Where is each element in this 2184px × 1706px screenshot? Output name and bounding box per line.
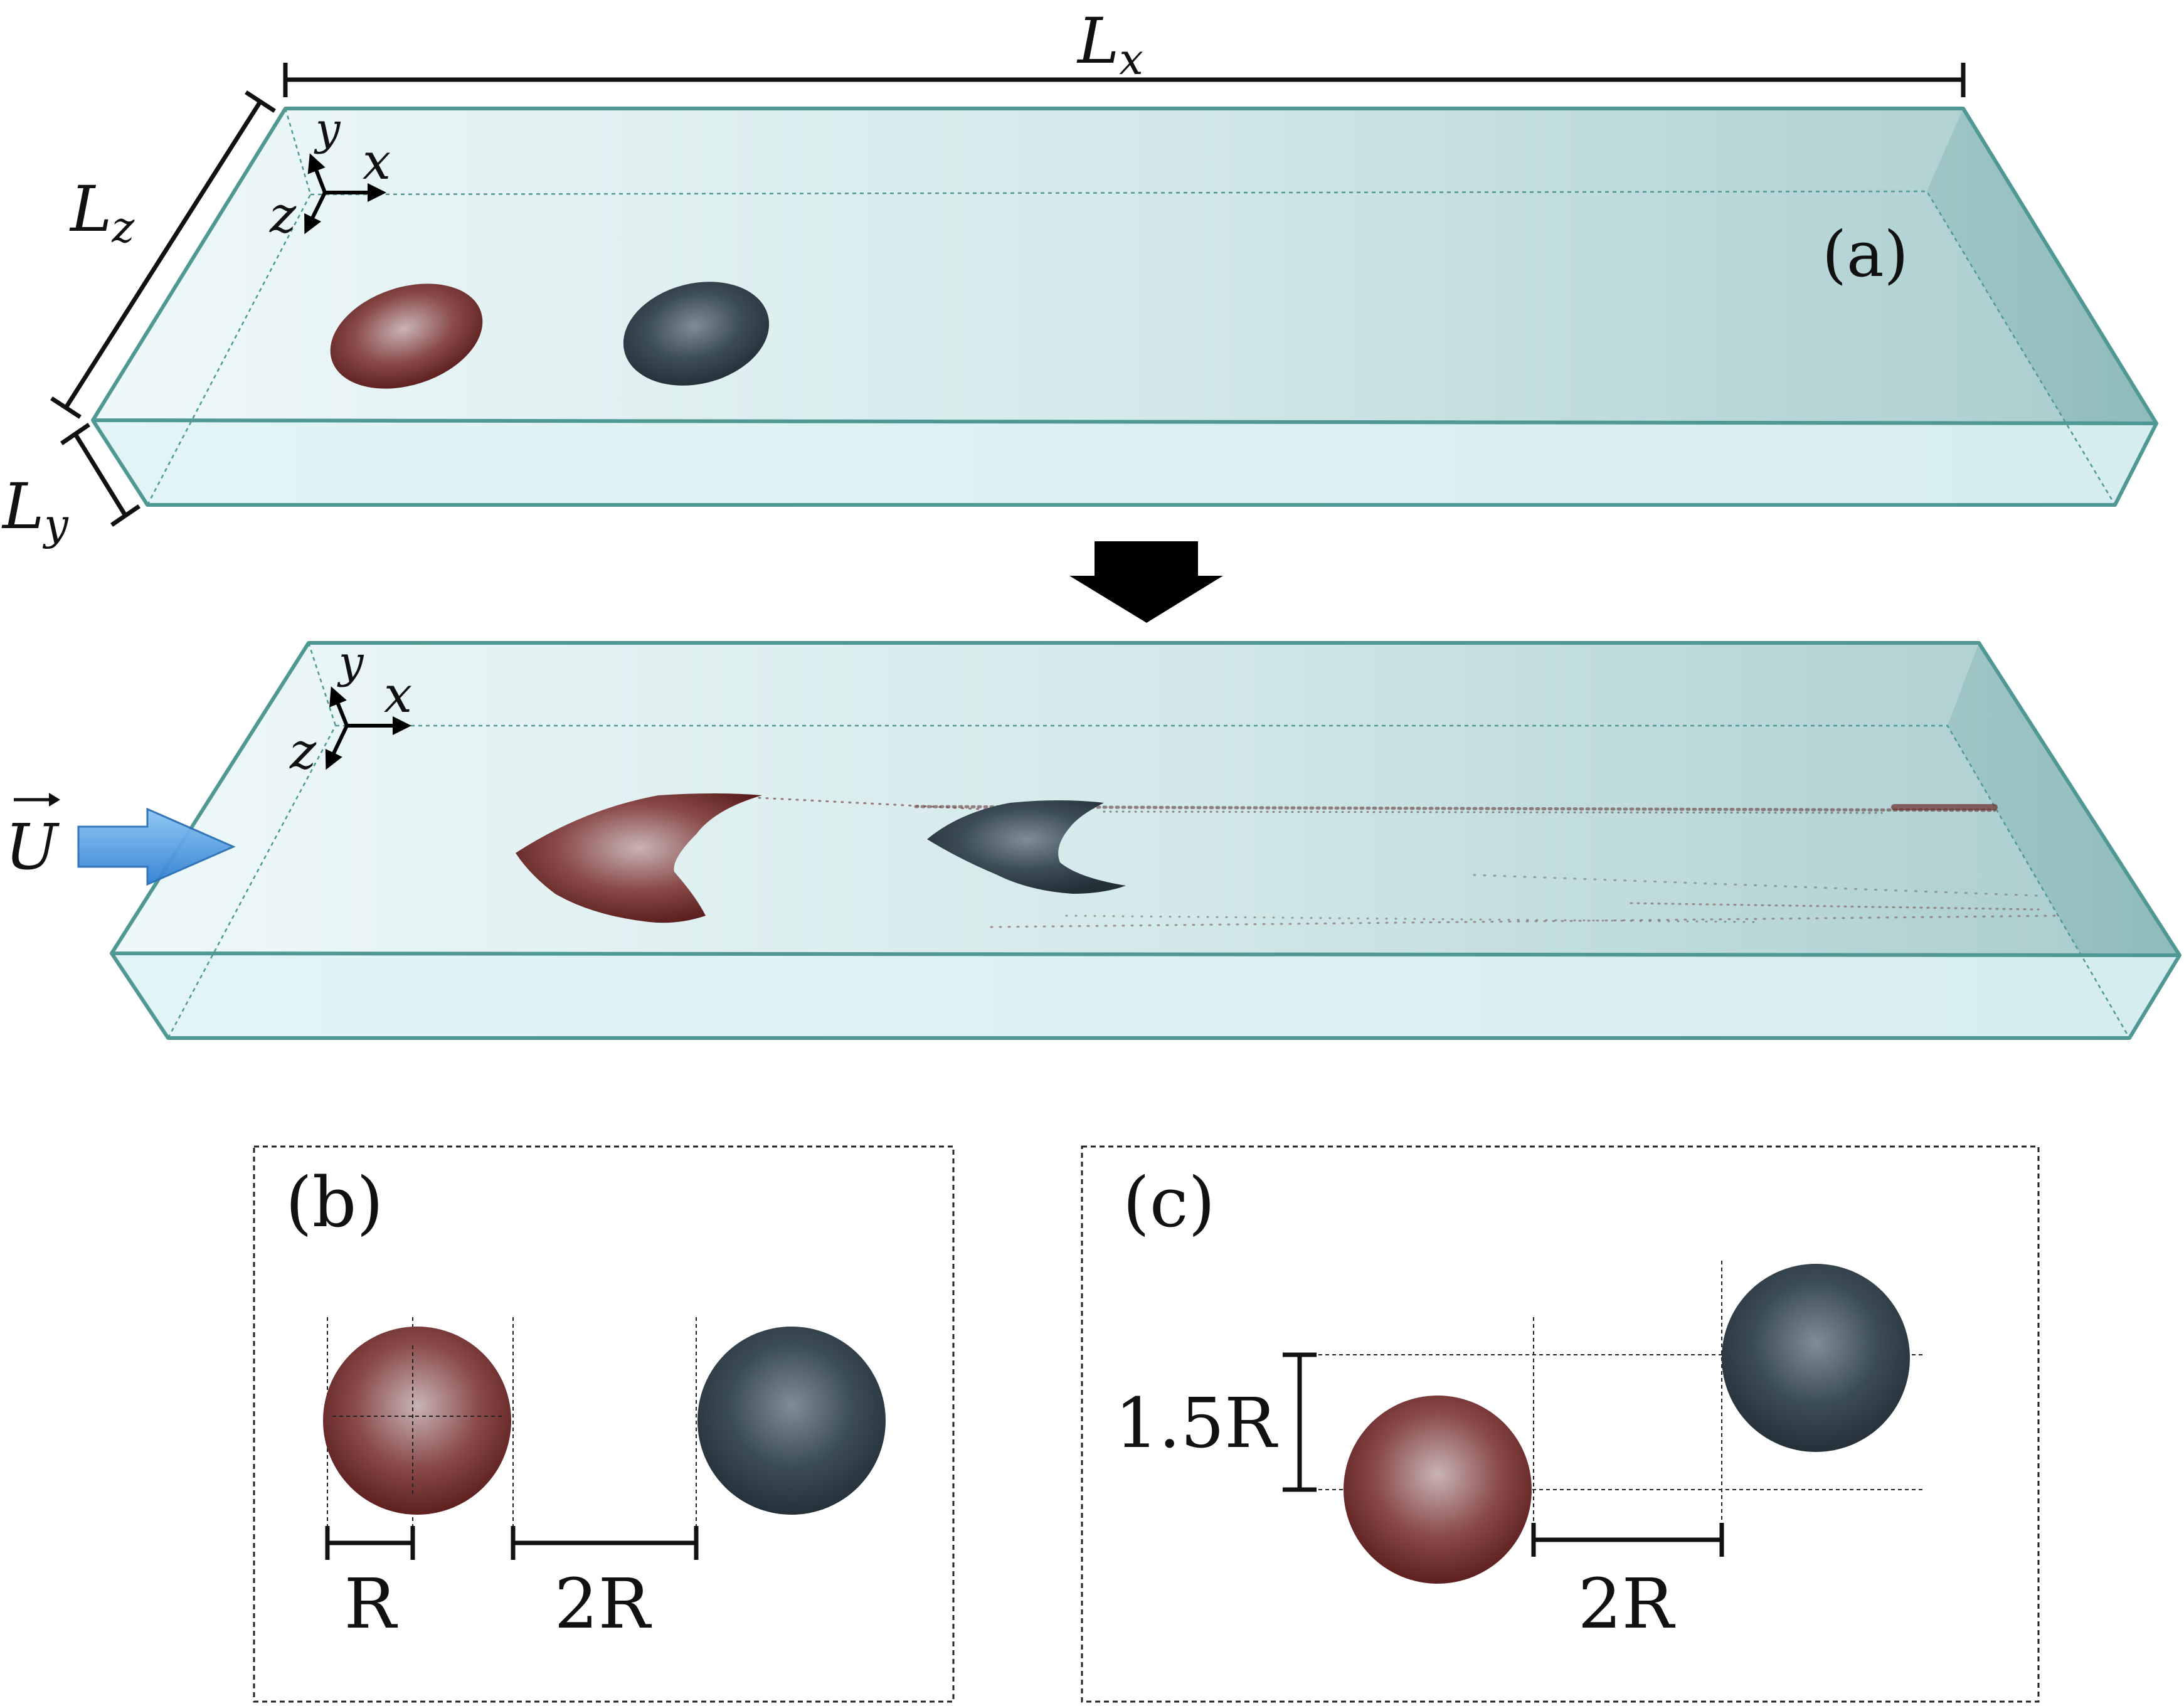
dimension-r: R bbox=[325, 1526, 415, 1644]
axis-label-z-top: z bbox=[269, 186, 297, 244]
debris-trail-upper bbox=[758, 797, 1998, 815]
panel-label-b: (b) bbox=[285, 1162, 383, 1242]
axes-triad-top: y x z bbox=[269, 103, 391, 244]
dimension-lz: Lz bbox=[50, 90, 276, 419]
lx-sub: x bbox=[1119, 35, 1143, 85]
dimension-lx: Lx bbox=[283, 4, 1966, 97]
droplet-red-deformed bbox=[516, 793, 762, 923]
axis-label-y-top: y bbox=[314, 103, 341, 155]
axis-label-z-bottom: z bbox=[289, 722, 317, 780]
panel-label-c: (c) bbox=[1123, 1162, 1215, 1242]
svg-text:Lx: Lx bbox=[1076, 4, 1143, 85]
box2-side-face bbox=[1948, 643, 2180, 1038]
flow-arrow-icon bbox=[77, 807, 236, 886]
svg-text:Ly: Ly bbox=[1, 470, 69, 550]
debris-trail-lower bbox=[990, 874, 2059, 928]
axis-label-x-top: x bbox=[363, 132, 391, 191]
box2-top-face bbox=[112, 643, 2180, 955]
box-hidden-edges bbox=[310, 190, 2116, 506]
ly-main: L bbox=[1, 470, 44, 543]
box-hidden-edge-front bbox=[146, 194, 312, 506]
panel-label-a: (a) bbox=[1822, 218, 1909, 291]
channel-box-deformed: y x z bbox=[110, 637, 2181, 1040]
label-1-5r: 1.5R bbox=[1115, 1383, 1278, 1463]
label-r-b: R bbox=[344, 1564, 398, 1644]
droplet-dark-c bbox=[1722, 1264, 1910, 1452]
dimension-2r-c: 2R bbox=[1531, 1523, 1724, 1644]
box-top-face bbox=[93, 109, 2156, 423]
transition-arrow-icon bbox=[1069, 541, 1223, 623]
lz-main: L bbox=[69, 172, 112, 246]
box2-hidden-edges bbox=[336, 724, 2131, 1039]
label-2r-c: 2R bbox=[1578, 1564, 1676, 1644]
box2-front-face bbox=[112, 953, 2180, 1038]
axes-triad-bottom: y x z bbox=[289, 637, 412, 780]
box-front-outline bbox=[91, 419, 2158, 507]
droplet-red-c bbox=[1344, 1396, 1532, 1584]
panel-c-frame bbox=[1081, 1145, 2040, 1703]
vector-arrow-icon bbox=[14, 793, 60, 807]
droplet-red-b bbox=[323, 1327, 511, 1515]
droplet-dark-initial bbox=[623, 282, 770, 386]
flow-label-u: U bbox=[5, 810, 60, 884]
droplet-red-initial bbox=[330, 283, 483, 389]
channel-box-initial: y x z (a) bbox=[91, 103, 2158, 507]
lz-sub: z bbox=[111, 203, 135, 253]
axis-label-y-bottom: y bbox=[337, 637, 364, 688]
box2-hidden-edge-front bbox=[167, 725, 337, 1039]
panel-b-frame bbox=[253, 1145, 955, 1703]
droplet-dark-deformed bbox=[927, 800, 1126, 894]
panel-c: (c) 1.5R 2R bbox=[1081, 1145, 2040, 1703]
dimension-2r-b: 2R bbox=[511, 1526, 699, 1644]
svg-text:Lz: Lz bbox=[69, 172, 135, 253]
box2-front-outline bbox=[110, 952, 2181, 1040]
label-2r-b: 2R bbox=[554, 1564, 652, 1644]
lx-main: L bbox=[1076, 4, 1119, 78]
box-side-face bbox=[1927, 109, 2156, 505]
droplet-dark-b bbox=[697, 1327, 886, 1515]
box-front-face bbox=[93, 420, 2156, 505]
dimension-1-5r: 1.5R bbox=[1115, 1352, 1317, 1492]
panel-b: (b) R 2R bbox=[253, 1145, 955, 1703]
axis-label-x-bottom: x bbox=[384, 665, 412, 724]
dimension-ly: Ly bbox=[1, 423, 140, 550]
ly-sub: y bbox=[42, 501, 69, 550]
flow-arrow: U bbox=[5, 793, 236, 886]
